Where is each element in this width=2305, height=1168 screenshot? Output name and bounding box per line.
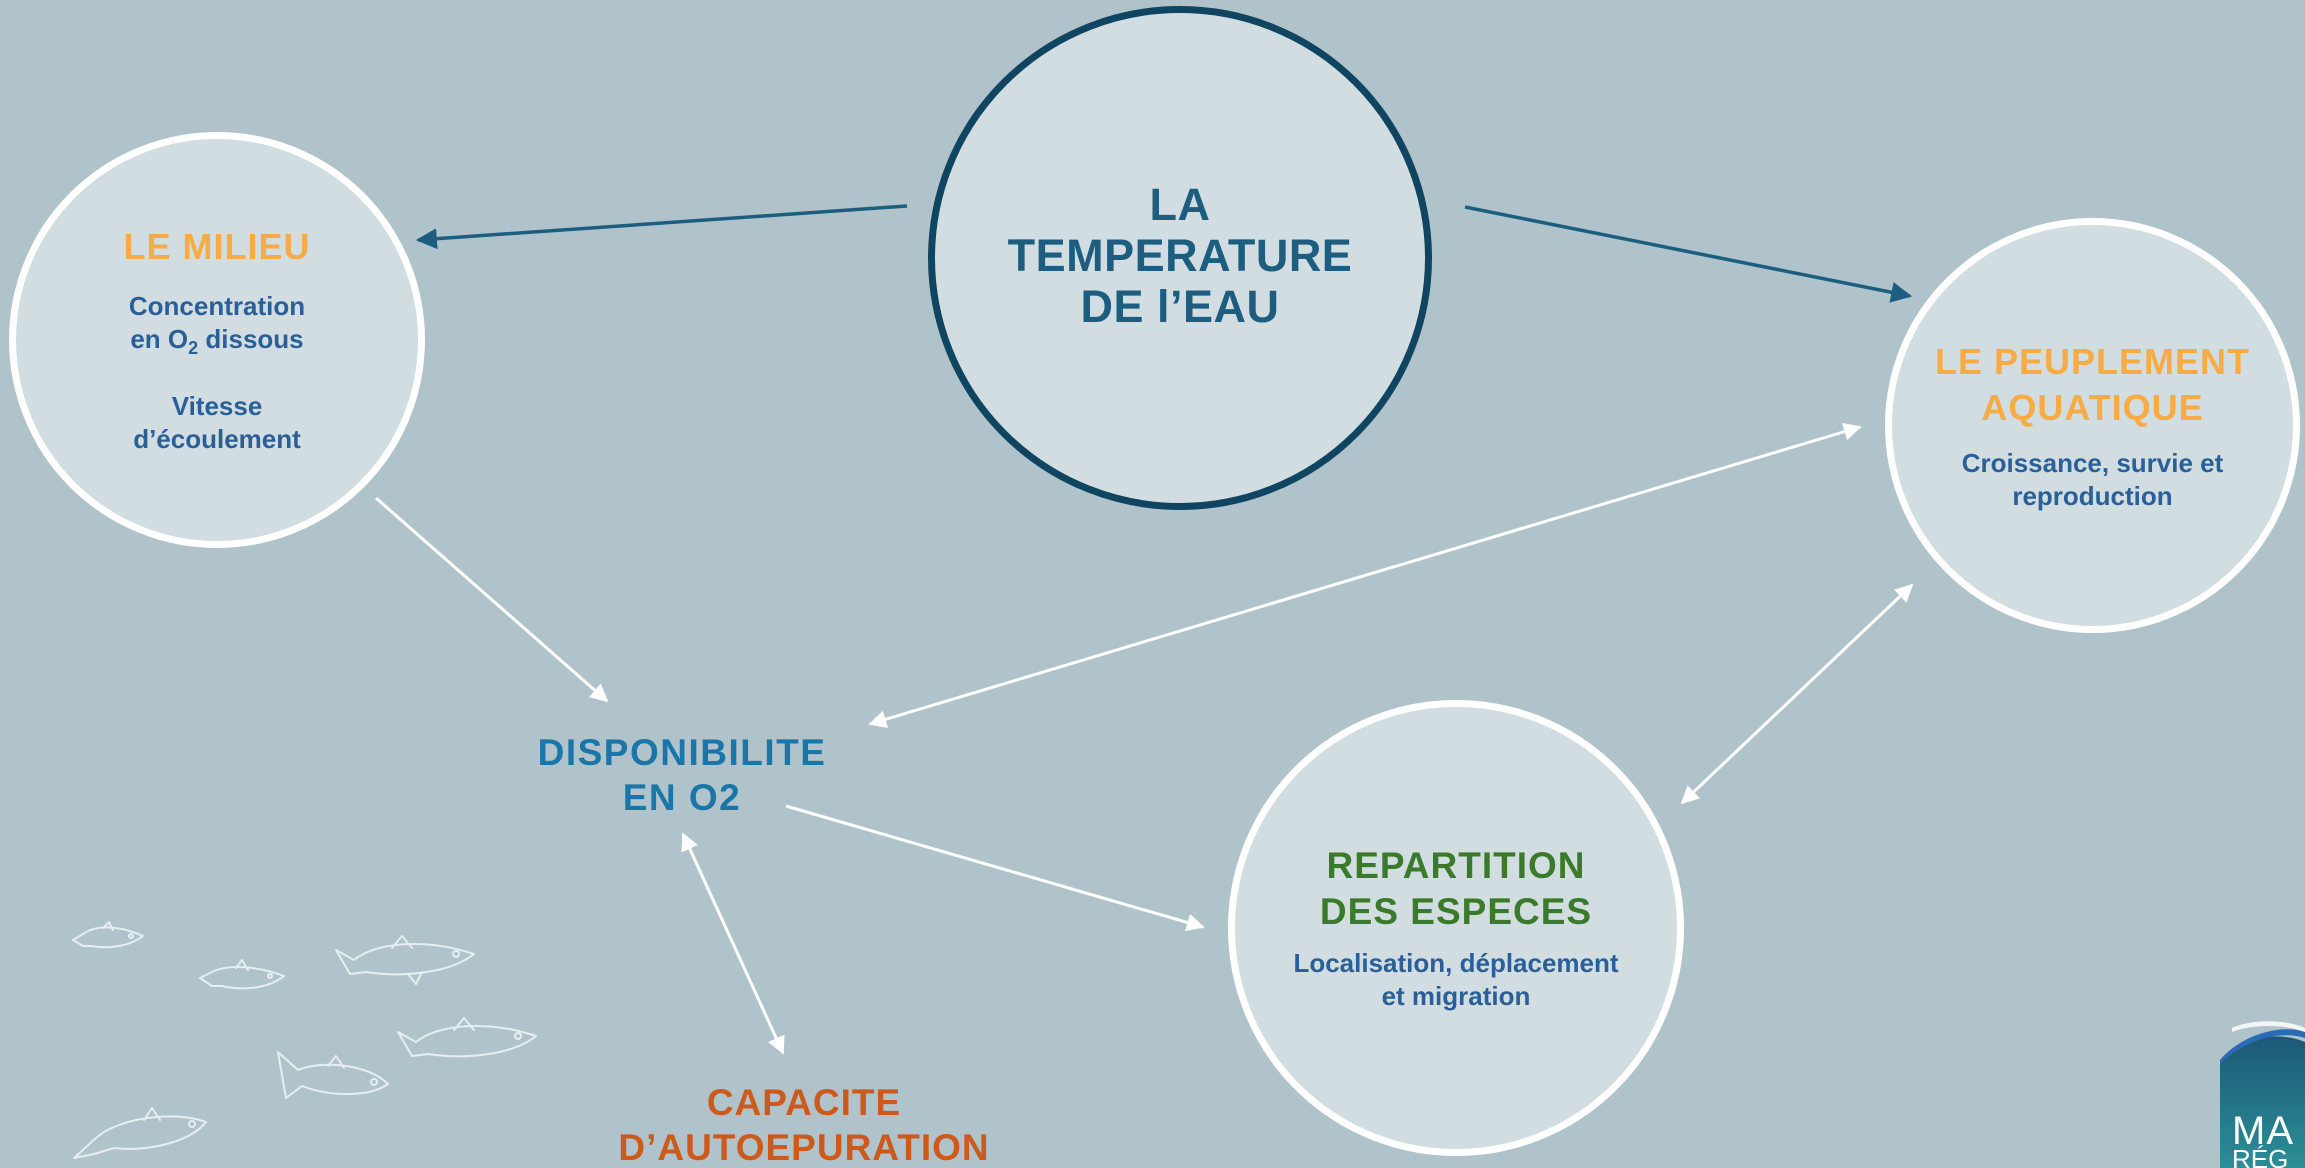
arrow-temperature-to-peuplement bbox=[1464, 205, 1913, 303]
arrow-disponibilite-to-repartition bbox=[785, 804, 1205, 932]
fish-icon bbox=[277, 1051, 389, 1099]
temperature-node: LA TEMPERATURE DE l’EAU bbox=[928, 6, 1432, 510]
arrow-disponibilite-capacite bbox=[681, 832, 785, 1055]
temperature-title-line1: LA bbox=[1149, 179, 1211, 230]
disponibilite-line2: EN O2 bbox=[622, 777, 742, 818]
milieu-node: LE MILIEU Concentration en O2 dissous Vi… bbox=[9, 132, 425, 548]
arrow-disponibilite-peuplement bbox=[868, 423, 1862, 728]
region-logo: MA RÉG bbox=[2218, 1020, 2305, 1168]
milieu-o2-subscript: 2 bbox=[188, 338, 199, 359]
peuplement-title-line2: AQUATIQUE bbox=[1981, 386, 2204, 428]
peuplement-title-line1: LE PEUPLEMENT bbox=[1934, 340, 2251, 382]
milieu-o2-line1: Concentration bbox=[128, 291, 306, 322]
repartition-title-line2: DES ESPECES bbox=[1319, 891, 1593, 932]
capacite-autoepuration-node: CAPACITE D’AUTOEPURATION bbox=[560, 1080, 1048, 1168]
peuplement-body-line1: Croissance, survie et bbox=[1961, 447, 2224, 478]
repartition-title-line1: REPARTITION bbox=[1326, 845, 1586, 886]
fish-icon bbox=[397, 1017, 537, 1058]
arrow-milieu-to-disponibilite bbox=[375, 496, 609, 703]
peuplement-node: LE PEUPLEMENT AQUATIQUE Croissance, surv… bbox=[1885, 218, 2300, 633]
logo-text-line1: MA bbox=[2232, 1109, 2294, 1153]
repartition-body-line2: et migration bbox=[1381, 981, 1531, 1011]
arrow-temperature-to-milieu bbox=[415, 204, 908, 250]
milieu-flow-line1: Vitesse bbox=[171, 390, 263, 421]
repartition-body-line1: Localisation, déplacement bbox=[1293, 948, 1619, 978]
fish-icon bbox=[335, 935, 475, 985]
repartition-node: REPARTITION DES ESPECES Localisation, dé… bbox=[1228, 700, 1684, 1156]
milieu-title: LE MILIEU bbox=[123, 226, 311, 268]
capacite-line2: D’AUTOEPURATION bbox=[618, 1127, 990, 1168]
logo-text-line2: RÉG bbox=[2232, 1144, 2289, 1168]
temperature-title-line3: DE l’EAU bbox=[1080, 281, 1280, 332]
milieu-flow-line2: d’écoulement bbox=[133, 423, 301, 454]
milieu-o2-line2: en O2 dissous bbox=[130, 323, 303, 365]
arrow-repartition-peuplement bbox=[1680, 583, 1914, 805]
fish-icon bbox=[73, 1107, 207, 1159]
capacite-line1: CAPACITE bbox=[706, 1082, 902, 1123]
disponibilite-o2-node: DISPONIBILITE EN O2 bbox=[500, 730, 864, 820]
fish-icon bbox=[72, 921, 144, 949]
disponibilite-line1: DISPONIBILITE bbox=[537, 732, 827, 773]
temperature-title-line2: TEMPERATURE bbox=[1007, 230, 1353, 281]
logo-mark-icon bbox=[2220, 1021, 2305, 1168]
milieu-o2-suffix: dissous bbox=[198, 324, 304, 355]
fish-school-illustration bbox=[72, 921, 537, 1159]
fish-icon bbox=[199, 959, 285, 990]
milieu-o2-prefix: en O bbox=[130, 324, 189, 355]
peuplement-body-line2: reproduction bbox=[2012, 480, 2173, 511]
